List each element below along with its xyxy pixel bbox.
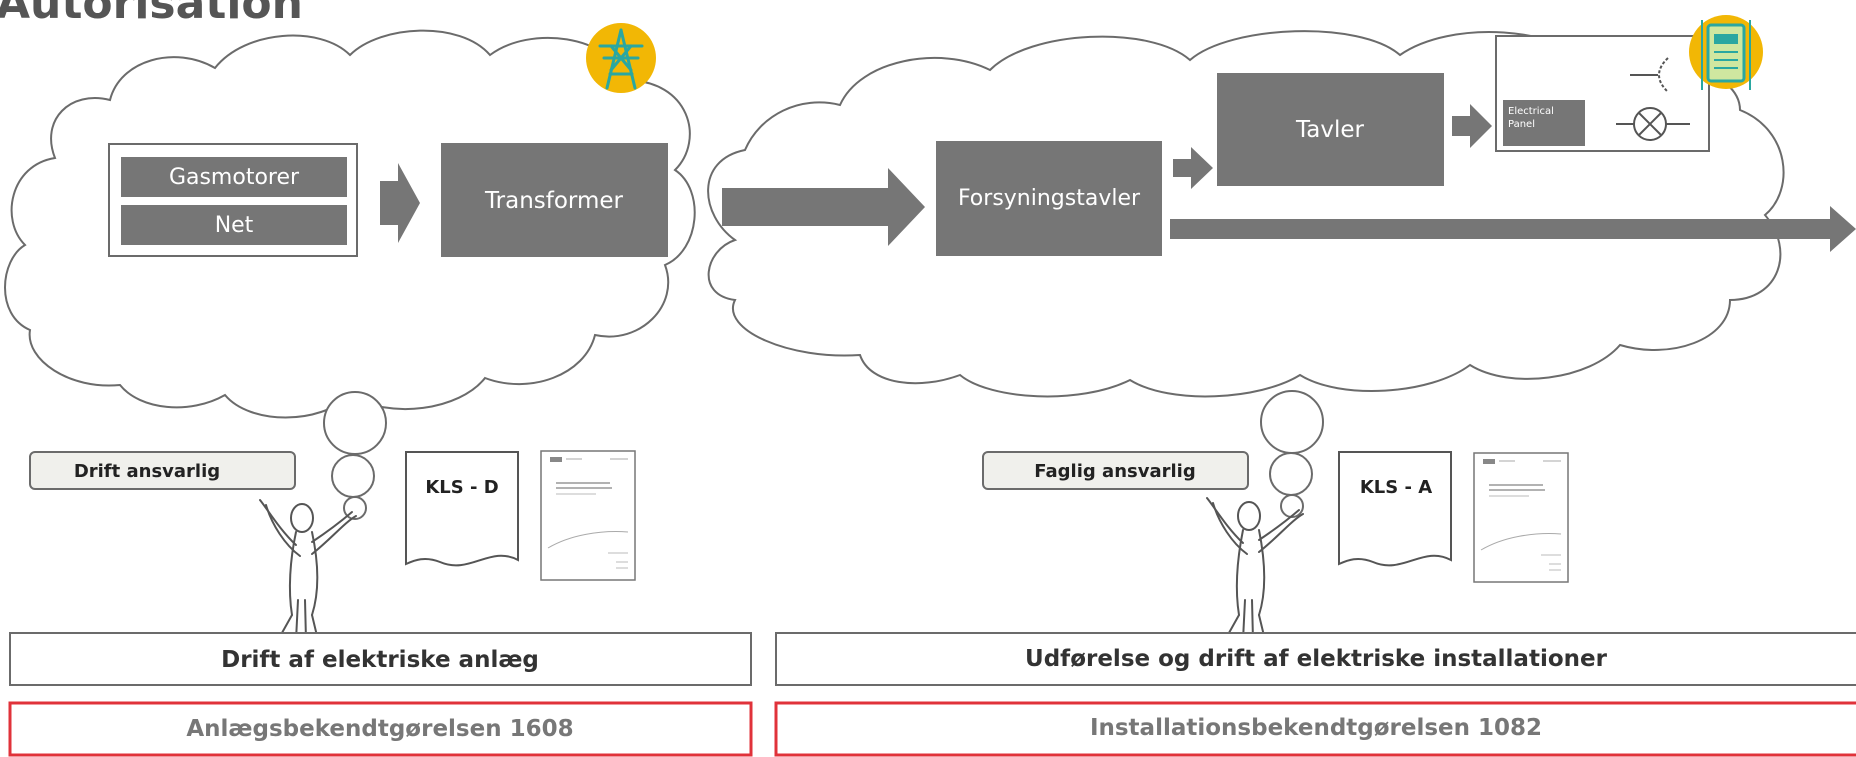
- page-title: Autorisation: [0, 0, 303, 29]
- switch-symbol-icon: [1630, 57, 1669, 93]
- arrow-to-electrical-panel: [1452, 104, 1492, 148]
- right-kls-document: KLS - A: [1338, 451, 1452, 567]
- right-scope-label: Udførelse og drift af elektriske install…: [1025, 646, 1608, 672]
- transformer-label: Transformer: [484, 188, 624, 214]
- right-person-figure: [1206, 497, 1304, 641]
- right-regulation-thumbnail: [1473, 452, 1569, 583]
- electrical-panel-tag: [1503, 100, 1585, 146]
- left-person-figure: [259, 499, 357, 641]
- transformer-box: [441, 143, 668, 257]
- right-role-label: Faglig ansvarlig: [1034, 461, 1195, 482]
- arrow-to-supply: [722, 168, 925, 246]
- right-scope-box: [775, 632, 1856, 686]
- lamp-symbol-icon: [1616, 107, 1690, 141]
- right-regulation-label: Installationsbekendtgørelsen 1082: [1090, 715, 1542, 741]
- left-kls-label: KLS - D: [425, 477, 498, 498]
- left-regulation-box: [8, 701, 753, 757]
- left-scope-label: Drift af elektriske anlæg: [221, 647, 539, 673]
- panels-label: Tavler: [1295, 117, 1364, 143]
- left-regulation-thumbnail: [540, 450, 636, 581]
- source-net-label: Net: [215, 213, 254, 238]
- panels-box: [1217, 73, 1444, 186]
- left-scope-box: [9, 632, 752, 686]
- left-role-label: Drift ansvarlig: [74, 461, 220, 482]
- right-thought-bubbles: [1260, 390, 1324, 518]
- meter-panel-icon: [1689, 15, 1763, 90]
- right-kls-label: KLS - A: [1360, 477, 1432, 498]
- source-gasmotorer-label: Gasmotorer: [169, 165, 300, 190]
- electrical-panel-card: Electrical Panel: [1495, 35, 1710, 152]
- source-gasmotorer-box: [121, 157, 347, 197]
- left-role-box: [29, 451, 296, 490]
- arrow-to-panels: [1173, 147, 1213, 189]
- left-thought-bubbles: [323, 391, 387, 520]
- electrical-panel-tag-label: Electrical Panel: [1508, 106, 1554, 130]
- right-regulation-box: [774, 701, 1856, 757]
- supply-panel-label: Forsyningstavler: [958, 186, 1141, 211]
- power-pylon-icon: [586, 23, 656, 93]
- arrow-to-transformer: [380, 163, 420, 243]
- supply-panel-box: [936, 141, 1162, 256]
- arrow-long-right: [1170, 206, 1856, 252]
- left-kls-document: KLS - D: [405, 451, 519, 567]
- source-net-box: [121, 205, 347, 245]
- left-regulation-label: Anlægsbekendtgørelsen 1608: [186, 716, 573, 742]
- right-role-box: [982, 451, 1249, 490]
